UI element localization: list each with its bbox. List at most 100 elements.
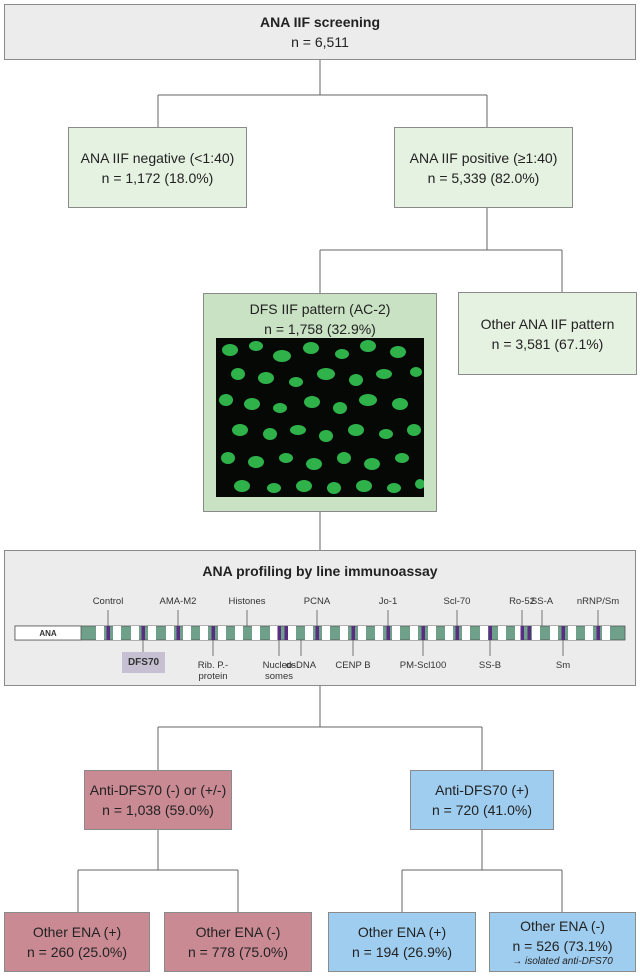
strip-bottom-label: Rib. P.- protein xyxy=(197,660,229,682)
strip-top-label: Scl-70 xyxy=(443,596,471,607)
positive-count: n = 5,339 (82.0%) xyxy=(427,169,540,186)
other-pattern-box: Other ANA IIF pattern n = 3,581 (67.1%) xyxy=(458,292,637,375)
leaf2-label: Other ENA (-) xyxy=(195,924,281,940)
antigen-band xyxy=(176,626,180,640)
strip-gap xyxy=(322,626,330,640)
strip-bottom-label: SS-B xyxy=(478,660,502,671)
anti-dfs70-positive-count: n = 720 (41.0%) xyxy=(431,802,532,818)
profiling-box: ANA profiling by line immunoassay xyxy=(4,550,636,686)
positive-box: ANA IIF positive (≥1:40) n = 5,339 (82.0… xyxy=(394,127,573,208)
strip-gap xyxy=(480,626,488,640)
leaf1-label: Other ENA (+) xyxy=(32,924,122,940)
profiling-title: ANA profiling by line immunoassay xyxy=(202,563,438,579)
strip-top-label: AMA-M2 xyxy=(159,596,197,607)
antigen-band xyxy=(527,626,531,640)
strip-gap xyxy=(113,626,121,640)
dfs-pattern-count: n = 1,758 (32.9%) xyxy=(264,321,376,337)
strip-gap xyxy=(602,626,610,640)
strip-gap xyxy=(148,626,156,640)
leaf4-note: → isolated anti-DFS70 xyxy=(512,956,613,967)
strip-top-label: Jo-1 xyxy=(378,596,398,607)
anti-dfs70-negative-label: Anti-DFS70 (-) or (+/-) xyxy=(89,782,227,798)
antigen-band xyxy=(141,626,145,640)
strip-gap xyxy=(428,626,436,640)
iif-micrograph-image xyxy=(216,338,424,497)
strip-bottom-label: CENP B xyxy=(335,660,371,671)
leaf4-count: n = 526 (73.1%) xyxy=(512,938,613,954)
strip-gap xyxy=(532,626,540,640)
strip-gap xyxy=(410,626,418,640)
leaf-other-ena-neg-2: Other ENA (-) n = 526 (73.1%) → isolated… xyxy=(489,912,636,972)
strip-gap xyxy=(340,626,348,640)
cell-nuclei-illustration xyxy=(219,340,424,494)
screening-count: n = 6,511 xyxy=(291,34,349,50)
dfs-pattern-label: DFS IIF pattern (AC-2) xyxy=(249,301,391,317)
strip-bottom-label: Sm xyxy=(555,660,571,671)
strip-gap xyxy=(235,626,243,640)
antigen-band xyxy=(520,626,524,640)
antigen-band xyxy=(561,626,565,640)
strip-gap xyxy=(445,626,453,640)
strip-top-label: PCNA xyxy=(303,596,331,607)
negative-box: ANA IIF negative (<1:40) n = 1,172 (18.0… xyxy=(68,127,247,208)
leaf1-count: n = 260 (25.0%) xyxy=(26,944,127,960)
antigen-band xyxy=(106,626,110,640)
antigen-band xyxy=(596,626,600,640)
strip-gap xyxy=(131,626,139,640)
strip-gap xyxy=(270,626,278,640)
strip-gap xyxy=(568,626,576,640)
leaf3-count: n = 194 (26.9%) xyxy=(351,944,452,960)
antigen-band xyxy=(488,626,492,640)
strip-bottom-label: Nucleo- somes xyxy=(262,660,296,682)
strip-gap xyxy=(585,626,593,640)
strip-gap xyxy=(200,626,208,640)
screening-title: ANA IIF screening xyxy=(259,14,381,30)
antigen-band xyxy=(386,626,390,640)
negative-count: n = 1,172 (18.0%) xyxy=(101,169,214,186)
anti-dfs70-negative-count: n = 1,038 (59.0%) xyxy=(102,802,214,818)
leaf4-label: Other ENA (-) xyxy=(520,918,605,934)
strip-top-label: Histones xyxy=(228,596,266,607)
strip-top-label: nRNP/Sm xyxy=(576,596,620,607)
dfs70-highlight-tag: DFS70 xyxy=(122,652,165,673)
strip-gap xyxy=(392,626,400,640)
strip-bottom-label: dsDNA xyxy=(285,660,317,671)
strip-gap xyxy=(515,626,523,640)
strip-gap xyxy=(288,626,296,640)
anti-dfs70-positive-box: Anti-DFS70 (+) n = 720 (41.0%) xyxy=(410,770,554,830)
strip-gap xyxy=(183,626,191,640)
anti-dfs70-positive-label: Anti-DFS70 (+) xyxy=(435,782,529,798)
screening-box: ANA IIF screening n = 6,511 xyxy=(4,4,636,60)
other-pattern-label: Other ANA IIF pattern xyxy=(480,315,615,332)
antigen-band xyxy=(351,626,355,640)
antigen-band xyxy=(277,626,281,640)
antigen-band xyxy=(315,626,319,640)
strip-top-label: SS-A xyxy=(530,596,554,607)
antigen-band xyxy=(284,626,288,640)
leaf-other-ena-neg-1: Other ENA (-) n = 778 (75.0%) xyxy=(164,912,312,972)
leaf-other-ena-pos-1: Other ENA (+) n = 260 (25.0%) xyxy=(4,912,150,972)
strip-gap xyxy=(358,626,366,640)
strip-gap xyxy=(498,626,506,640)
strip-bottom-label: PM-Scl100 xyxy=(399,660,447,671)
strip-gap xyxy=(305,626,313,640)
strip-gap xyxy=(96,626,104,640)
leaf-other-ena-pos-2: Other ENA (+) n = 194 (26.9%) xyxy=(328,912,476,972)
positive-label: ANA IIF positive (≥1:40) xyxy=(409,149,558,166)
strip-gap xyxy=(166,626,174,640)
strip-gap xyxy=(252,626,260,640)
strip-gap xyxy=(218,626,226,640)
strip-top-label: Ro-52 xyxy=(509,596,535,607)
strip-gap xyxy=(550,626,558,640)
other-pattern-count: n = 3,581 (67.1%) xyxy=(491,335,604,352)
strip-gap xyxy=(375,626,383,640)
leaf2-count: n = 778 (75.0%) xyxy=(187,944,288,960)
antigen-band xyxy=(455,626,459,640)
antigen-band xyxy=(211,626,215,640)
anti-dfs70-negative-box: Anti-DFS70 (-) or (+/-) n = 1,038 (59.0%… xyxy=(84,770,232,830)
strip-ana-label: ANA xyxy=(39,629,57,638)
antigen-band xyxy=(421,626,425,640)
strip-gap xyxy=(462,626,470,640)
